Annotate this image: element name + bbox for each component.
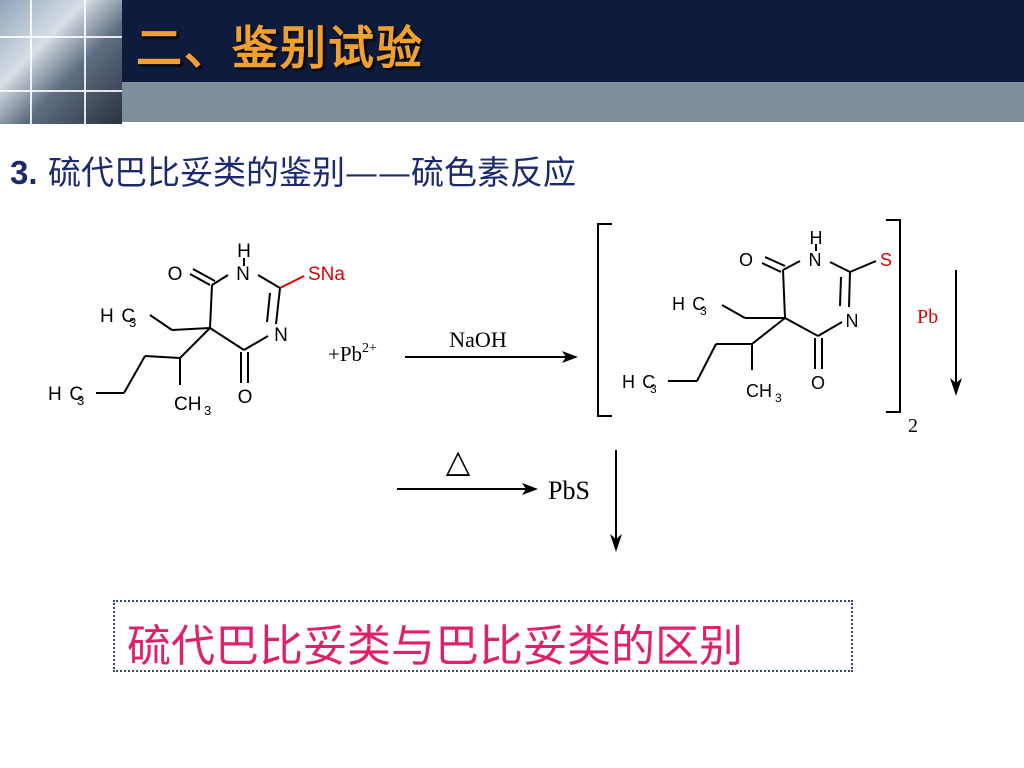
- bond: [189, 273, 211, 286]
- section-subtitle: 3. 硫代巴比妥类的鉴别——硫色素反应: [10, 146, 576, 194]
- atom-o: O: [739, 250, 753, 270]
- bond: [171, 327, 211, 331]
- bond: [209, 327, 245, 351]
- photo-grid-line: [0, 36, 122, 38]
- atom-n: N: [236, 264, 250, 285]
- bond: [144, 355, 181, 359]
- arrow-head: [562, 351, 578, 363]
- atom-n: N: [846, 311, 859, 331]
- photo-grid-line: [0, 90, 122, 92]
- reagent-pb: +Pb2+: [328, 341, 377, 366]
- bond: [209, 284, 213, 329]
- heat-symbol: △: [446, 443, 471, 479]
- bond: [751, 317, 786, 345]
- group-propyl: H C: [622, 372, 655, 392]
- bond: [784, 317, 819, 337]
- atom-pb: Pb: [917, 306, 938, 328]
- subscript-3: 3: [204, 403, 211, 418]
- header-photo: [0, 0, 122, 124]
- product-brackets: [597, 219, 901, 417]
- atom-s: S: [880, 250, 892, 270]
- bond: [848, 271, 851, 308]
- bond: [782, 260, 801, 271]
- product-pbs: PbS: [548, 476, 590, 505]
- conclusion-box: 硫代巴比妥类与巴比妥类的区别: [113, 600, 853, 672]
- subscript-3: 3: [129, 315, 136, 330]
- group-ethyl: H C: [100, 306, 135, 327]
- bond: [839, 276, 842, 307]
- methyl-label: CH: [174, 394, 209, 415]
- ethyl-label: H C: [672, 294, 705, 314]
- header-bar: [0, 0, 1024, 82]
- slide-title: 二、鉴别试验: [136, 21, 424, 75]
- bond: [764, 256, 786, 267]
- bond: [266, 292, 271, 323]
- product-structure: [668, 244, 877, 382]
- subtitle-number: 3.: [10, 154, 38, 191]
- bracket-subscript: 2: [908, 415, 918, 437]
- arrow-head: [522, 483, 538, 495]
- atom-h: H: [237, 241, 251, 262]
- bond-sulfur: [279, 275, 305, 289]
- left-bracket: [597, 223, 612, 417]
- bond: [829, 261, 851, 273]
- subtitle-text: 硫代巴比妥类的鉴别——硫色素反应: [48, 153, 577, 192]
- bond: [721, 304, 746, 319]
- condition-naoh: NaOH: [449, 327, 507, 352]
- bond: [192, 268, 216, 282]
- bond: [761, 262, 782, 273]
- header-band: [0, 82, 1024, 122]
- reagent-charge: 2+: [362, 341, 377, 356]
- group-ethyl: H C: [672, 294, 705, 314]
- subscript-3: 3: [77, 393, 84, 408]
- bond: [817, 321, 843, 337]
- ethyl-label: H C: [100, 306, 135, 327]
- reagent-label: +Pb: [328, 342, 362, 366]
- group-methyl: CH: [174, 394, 209, 415]
- bond: [149, 314, 173, 331]
- atom-h: H: [810, 228, 823, 248]
- subscript-3: 3: [775, 391, 782, 405]
- group-propyl: H C: [48, 384, 83, 405]
- subscript-3: 3: [650, 382, 657, 396]
- arrow-head: [950, 378, 962, 396]
- atom-o: O: [238, 387, 253, 408]
- methyl-label: CH: [746, 381, 779, 401]
- propyl-label: H C: [48, 384, 83, 405]
- conclusion-text: 硫代巴比妥类与巴比妥类的区别: [127, 621, 743, 672]
- bond: [275, 287, 281, 325]
- atom-o: O: [168, 264, 183, 285]
- photo-grid-line: [30, 0, 32, 124]
- propyl-label: H C: [622, 372, 655, 392]
- bond: [257, 274, 281, 289]
- bond: [243, 335, 269, 351]
- group-methyl: CH: [746, 381, 779, 401]
- bond: [849, 260, 877, 273]
- right-bracket: [886, 219, 901, 413]
- atom-n: N: [809, 250, 822, 270]
- bond: [179, 327, 211, 359]
- atom-o: O: [811, 373, 825, 393]
- bond: [123, 355, 146, 394]
- atom-n: N: [274, 325, 288, 346]
- bond: [782, 269, 786, 319]
- bond: [211, 274, 229, 286]
- subscript-3: 3: [700, 304, 707, 318]
- arrow-head: [610, 534, 622, 552]
- header-divider: [0, 122, 1024, 124]
- bond: [696, 343, 717, 382]
- atom-sna: SNa: [308, 264, 345, 285]
- photo-grid-line: [84, 0, 86, 124]
- reactant-structure: [96, 258, 305, 394]
